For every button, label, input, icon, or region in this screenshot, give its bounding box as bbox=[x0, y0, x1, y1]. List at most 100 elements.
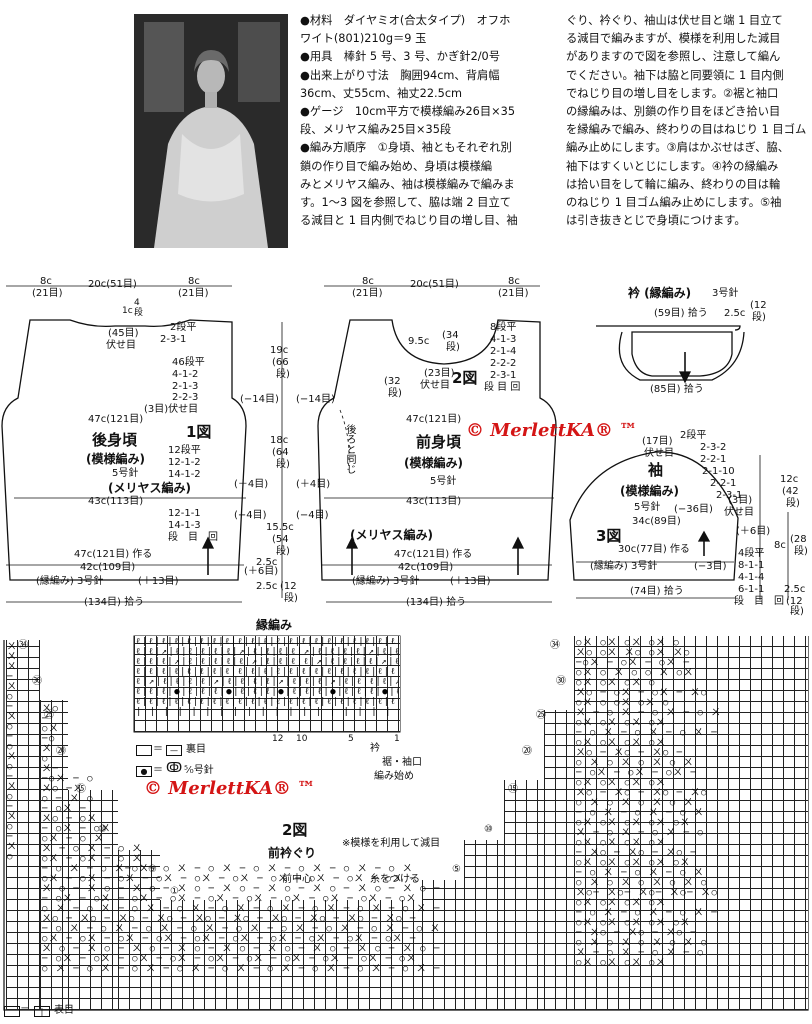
front-top-right-sts: (21目) bbox=[498, 288, 529, 299]
model-photo-drawing bbox=[134, 14, 288, 248]
front-top-left-cm: 8c bbox=[362, 276, 374, 287]
front-fig-label: 2図 bbox=[452, 369, 478, 387]
neck-chart-symbols-right: ○ㄨ ○ㄨ ○ㄨ ○ㄨ ○ ㄨ○ ○ㄨ ㄨ○ ○ㄨ ㄨ○ ─○ㄨ ─ ○ㄨ ─ … bbox=[576, 638, 722, 968]
info-line: 鎖の作り目で編み始め、身頃は模様編 bbox=[300, 159, 493, 173]
row-marker-10-right: ⑩ bbox=[484, 824, 493, 835]
edge-chart-num-5: 5 bbox=[348, 734, 354, 744]
info-line: の縁編みは、別鎖の作り目をほどき拾い目 bbox=[566, 105, 781, 119]
info-line: のねじり 1 目ゴム編み止めにします。⑤袖 bbox=[566, 196, 782, 210]
sleeve-12c: 12c bbox=[780, 474, 799, 485]
neck-chart-grid-right-3 bbox=[422, 880, 464, 1010]
dim-12-unit: 段) bbox=[284, 593, 298, 604]
neck-chart-center: 前中心 bbox=[282, 874, 312, 885]
info-right-column: ぐり、衿ぐり、袖山は伏せ目と端 1 目立て る減目で編みますが、模様を利用した減… bbox=[566, 12, 806, 230]
legend-blank-cell bbox=[136, 745, 152, 756]
sleeve-cap-1: 2段平 bbox=[680, 430, 707, 441]
front-32-unit: 段) bbox=[388, 388, 402, 399]
info-line: 段、メリヤス編み25目×35段 bbox=[300, 123, 452, 137]
front-width-42: 42c(109目) bbox=[398, 562, 454, 573]
back-side-1: 12段平 bbox=[168, 445, 201, 456]
neck-chart-fig: 2図 bbox=[282, 821, 308, 839]
info-line: ぐり、衿ぐり、袖山は伏せ目と端 1 目立て bbox=[566, 14, 783, 27]
legend-knit-text: 表目 bbox=[54, 1005, 74, 1016]
info-line: ワイト(801)210g＝9 玉 bbox=[300, 32, 427, 46]
sleeve-fig-label: 3図 bbox=[596, 527, 622, 545]
back-side-2: 12-1-2 bbox=[168, 457, 201, 468]
info-line: を縁編みで編み、終わりの目はねじり 1 目ゴム bbox=[566, 123, 807, 137]
back-plus-13: (＋13目) bbox=[138, 576, 179, 587]
front-same-as-back: 後ろと同じ bbox=[344, 424, 355, 474]
info-line: ●ゲージ 10cm平方で模様編み26目×35 bbox=[300, 105, 516, 119]
info-line: みとメリヤス編み、袖は模様編みで編みま bbox=[300, 177, 515, 191]
crochet-hook-icon: ↂ bbox=[166, 761, 183, 776]
legend-knit-blank bbox=[4, 1006, 20, 1017]
sleeve-inc-1: 4段平 bbox=[738, 548, 765, 559]
back-shoulder-2: 2-3-1 bbox=[160, 334, 187, 345]
front-meriyasu: (メリヤス編み) bbox=[350, 528, 433, 542]
neck-chart-grid-center bbox=[160, 900, 422, 1010]
row-marker-15-right: ⑮ bbox=[508, 784, 518, 795]
back-minus-14: (−14目) bbox=[240, 394, 279, 405]
row-marker-20-right: ⑳ bbox=[522, 746, 532, 757]
sleeve-cap-3: 2-2-1 bbox=[700, 454, 727, 465]
back-needle: 5号針 bbox=[112, 468, 139, 479]
dim-64-unit: 段) bbox=[276, 459, 290, 470]
front-width-47-cast: 47c(121目) 作る bbox=[394, 549, 473, 560]
edge-chart-num-10: 10 bbox=[296, 734, 308, 744]
back-plus-4: (＋4目) bbox=[234, 479, 269, 490]
front-minus-14: (−14目) bbox=[296, 394, 335, 405]
info-line: 袖下はすくいとじにします。④衿の縁編み bbox=[566, 159, 779, 173]
front-neck-bind: (23目) bbox=[424, 368, 455, 379]
sleeve-title: 袖 bbox=[648, 461, 664, 479]
sleeve-minus-36: (−36目) bbox=[674, 504, 713, 515]
back-fig-label: 1図 bbox=[186, 423, 212, 441]
front-width-47: 47c(121目) bbox=[406, 414, 462, 425]
back-dec-3: 段 目 回 bbox=[168, 532, 218, 543]
back-top-mid: 20c(51目) bbox=[88, 279, 137, 290]
dim-66-rows: (66 bbox=[272, 357, 289, 368]
front-top-left-sts: (21目) bbox=[352, 288, 383, 299]
neck-chart-grid-left-edge bbox=[6, 640, 40, 1010]
info-line: 36cm、丈55cm、袖丈22.5cm bbox=[300, 86, 463, 100]
dim-54-unit: 段) bbox=[276, 546, 290, 557]
back-border: (縁編み) 3号針 bbox=[36, 576, 104, 587]
sleeve-top-bind: (17目) bbox=[642, 436, 673, 447]
back-bind-45-label: 伏せ目 bbox=[106, 340, 136, 351]
dim-2-5c-a: 2.5c bbox=[256, 557, 278, 568]
sleeve-2-5c: 2.5c bbox=[784, 584, 806, 595]
row-marker-30-right: ㉚ bbox=[556, 676, 566, 687]
info-line: ●用具 棒針 5 号、3 号、かぎ針2/0号 bbox=[300, 50, 501, 64]
front-top-mid: 20c(51目) bbox=[410, 279, 459, 290]
collar-title: 衿 (縁編み) bbox=[628, 286, 692, 300]
dim-18c: 18c bbox=[270, 435, 289, 446]
front-neck-step-1: 8段平 bbox=[490, 322, 517, 333]
edge-chart-symbols: ℓ|ℓ|ℓ|ℓ|ℓ|ℓ|ℓ|ℓ|ℓ|ℓ|ℓ|ℓ|ℓ|ℓ|ℓ|ℓ|ℓ|ℓ|ℓ|ℓ|… bbox=[136, 637, 398, 717]
front-neck-step-3: 2-1-4 bbox=[490, 346, 517, 357]
dim-12-rows: (12 bbox=[280, 581, 297, 592]
neck-chart-symbols-left: ㄨ ㄨ ㄨ ─ㄨ○ ─ㄨ○ ─○ㄨ ○─ㄨ ○─ ㄨ○─ㄨ○ bbox=[7, 642, 18, 862]
front-subtitle: (模様編み) bbox=[404, 456, 463, 470]
info-line: る減目で編みますが、模様を利用した減目 bbox=[566, 32, 781, 46]
row-marker-34-right: ㉞ bbox=[550, 640, 560, 651]
sleeve-top-bind-label: 伏せ目 bbox=[644, 448, 674, 459]
watermark-bottom: © MerlettKA® ™ bbox=[144, 778, 316, 799]
legend-equals-2: ＝ bbox=[153, 765, 163, 776]
neck-chart-grid-left-2 bbox=[68, 790, 118, 1010]
dim-2-5c-b: 2.5c bbox=[256, 581, 278, 592]
back-top-left-sts: (21目) bbox=[32, 288, 63, 299]
neck-chart-attach-yarn: 糸をつける bbox=[370, 874, 420, 885]
row-marker-30-left: ㉚ bbox=[32, 676, 42, 687]
sleeve-cap-6: 2-3-1 bbox=[716, 490, 743, 501]
back-arm-1: 46段平 bbox=[172, 357, 205, 368]
sleeve-pick-74: (74目) 拾う bbox=[630, 586, 684, 597]
legend-purl-cell: — bbox=[166, 745, 182, 756]
watermark-top: © MerlettKA® ™ bbox=[466, 420, 638, 441]
back-neck-unit: 段 bbox=[134, 308, 144, 318]
back-plus-6: (＋6目) bbox=[244, 566, 279, 577]
info-line: ●編み方順序 ①身頃、袖ともそれぞれ別 bbox=[300, 141, 512, 155]
sleeve-42-rows: (42 bbox=[782, 486, 799, 497]
sleeve-inc-5: 段 目 回 bbox=[734, 596, 784, 607]
legend-hook-size: ⁵⁄₀号針 bbox=[184, 765, 214, 776]
neck-chart-symbols-mid: ㄨ○ ─○ㄨ ─○ㄨ ○ㄨ─ ─○ㄨ ─ ○ ㄨ○ ─ㄨ○ ─ ㄨ ○ ─ ○ㄨ… bbox=[42, 704, 441, 974]
info-line: がありますので図を参照し、注意して編ん bbox=[566, 50, 781, 64]
